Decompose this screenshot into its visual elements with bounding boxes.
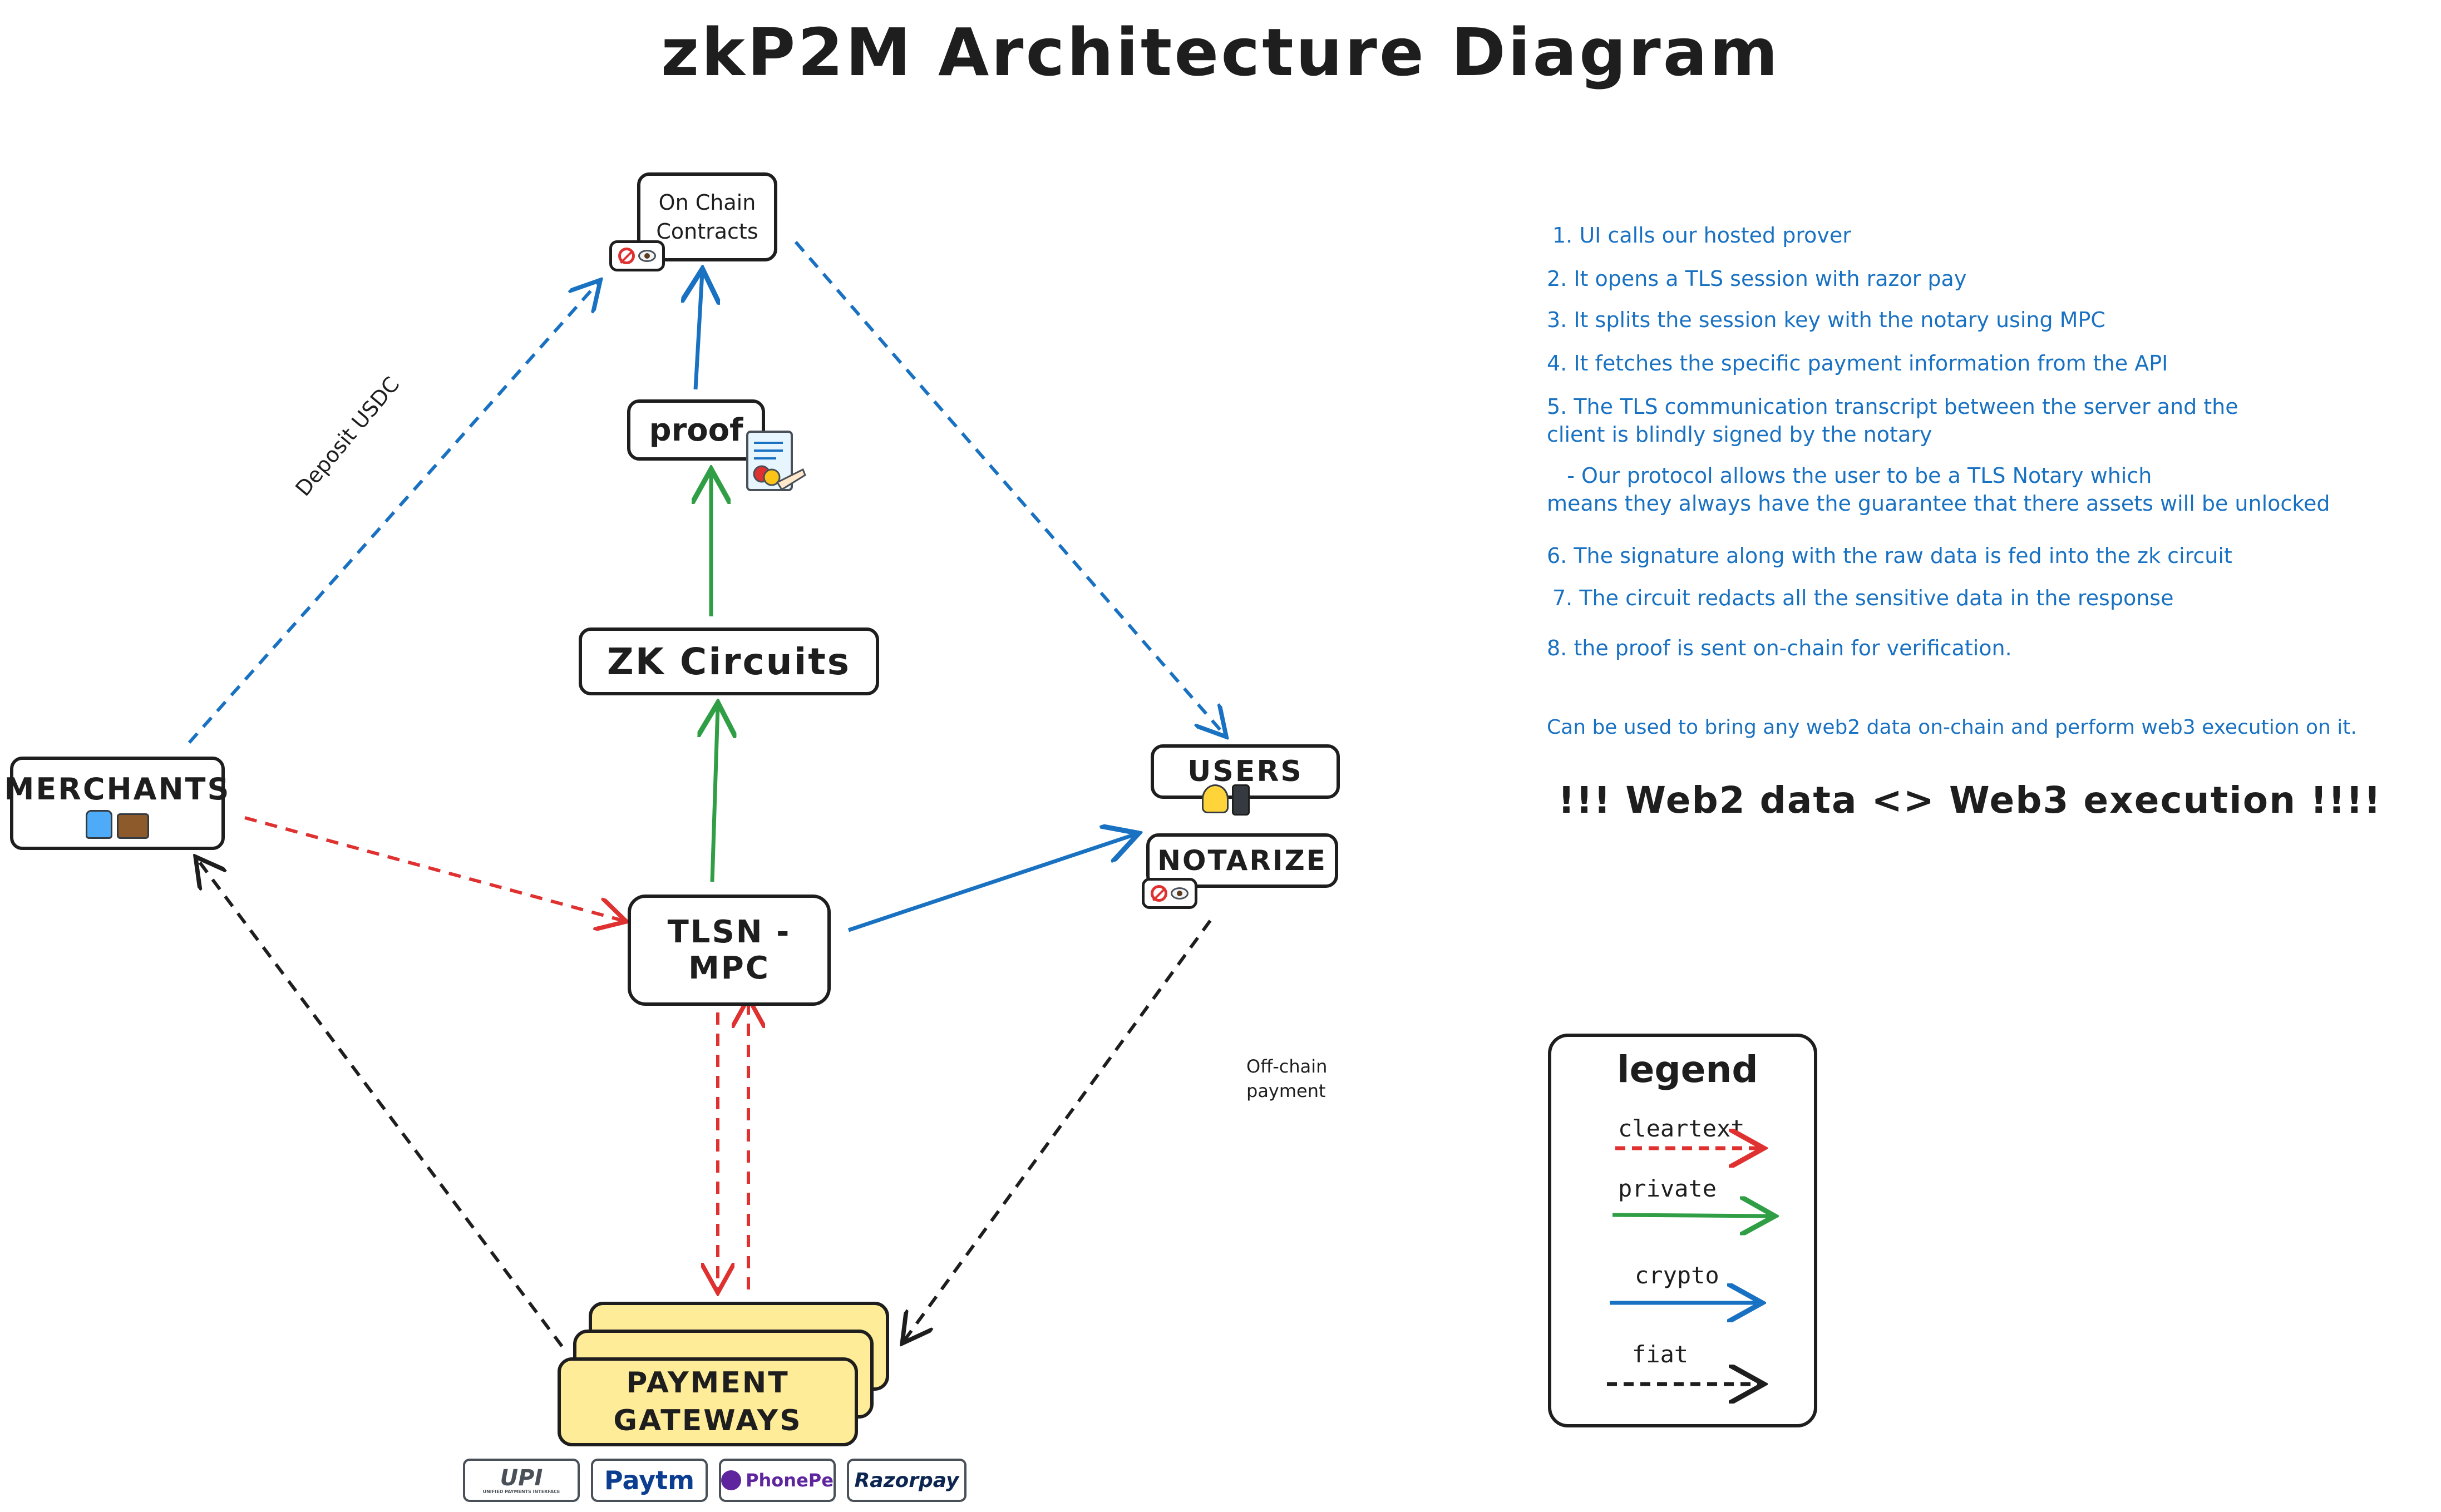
step-7: 7. The circuit redacts all the sensitive… (1552, 586, 2174, 610)
usage-note: Can be used to bring any web2 data on-ch… (1547, 716, 2357, 739)
zk-circuits-node[interactable]: ZK Circuits (579, 627, 879, 695)
merchants-label: MERCHANTS (4, 771, 231, 807)
arrow-tlsn-to-users (847, 834, 1135, 932)
step-5: 5. The TLS communication transcript betw… (1547, 394, 2238, 447)
tlsn-mpc-label: TLSN - MPC (667, 914, 791, 986)
arrow-merchants-to-tlsn (244, 816, 623, 921)
eye-icon (1171, 887, 1189, 900)
arrow-merchants-to-onchain (188, 283, 598, 744)
signed-document-icon (746, 431, 806, 491)
tlsn-mpc-node[interactable]: TLSN - MPC (628, 895, 831, 1006)
privacy-badge-onchain (609, 240, 665, 271)
arrow-gateways-to-merchants (198, 859, 564, 1347)
page-title: zkP2M Architecture Diagram (660, 14, 1781, 91)
zk-circuits-label: ZK Circuits (606, 640, 851, 683)
notarize-node[interactable]: NOTARIZE (1146, 833, 1338, 888)
no-entry-icon (1151, 885, 1167, 902)
legend-label-fiat: fiat (1632, 1341, 1689, 1368)
tagline: !!! Web2 data <> Web3 execution !!!! (1558, 779, 2382, 822)
legend-title: legend (1617, 1048, 1758, 1091)
payment-gateways-node[interactable]: PAYMENT GATEWAYS (558, 1357, 858, 1446)
payment-gateways-label: PAYMENT GATEWAYS (613, 1366, 802, 1437)
step-6: 6. The signature along with the raw data… (1547, 543, 2232, 568)
users-label: USERS (1187, 755, 1303, 788)
privacy-badge-notarize (1142, 878, 1197, 909)
proof-label: proof (649, 412, 743, 448)
arrow-notarize-to-gateways (904, 920, 1212, 1341)
step-5-note: - Our protocol allows the user to be a T… (1547, 463, 2330, 516)
merchants-node[interactable]: MERCHANTS (4, 757, 229, 850)
step-1: 1. UI calls our hosted prover (1552, 223, 1851, 248)
merchant-emoji-icon (86, 809, 149, 839)
user-with-phone-icon (1202, 784, 1250, 816)
legend-swatch-private (1612, 1215, 1771, 1216)
notarize-label: NOTARIZE (1157, 844, 1327, 877)
legend-label-crypto: crypto (1635, 1262, 1719, 1289)
upi-logo: UPI UNIFIED PAYMENTS INTERFACE (463, 1459, 580, 1502)
phonepe-icon (721, 1470, 742, 1490)
step-8: 8. the proof is sent on-chain for verifi… (1547, 636, 2012, 660)
no-entry-icon (618, 248, 635, 264)
arrow-tlsn-to-zk (712, 706, 718, 882)
razorpay-logo: Razorpay (847, 1459, 966, 1502)
eye-icon (638, 250, 656, 262)
paytm-logo: Paytm (591, 1459, 708, 1502)
arrow-onchain-to-users (794, 241, 1224, 734)
onchain-contracts-label: On Chain Contracts (656, 190, 758, 244)
legend-label-private: private (1618, 1175, 1717, 1202)
step-3: 3. It splits the session key with the no… (1547, 308, 2105, 332)
proof-node[interactable]: proof (627, 399, 765, 461)
phonepe-logo: PhonePe (719, 1459, 836, 1502)
step-4: 4. It fetches the specific payment infor… (1547, 351, 2168, 375)
offchain-payment-label: Off-chain payment (1246, 1056, 1328, 1101)
legend-swatches (1607, 1037, 1821, 1431)
arrow-proof-to-onchain (696, 273, 702, 390)
legend-label-cleartext: cleartext (1618, 1115, 1745, 1142)
step-2: 2. It opens a TLS session with razor pay (1547, 266, 1967, 291)
legend-box: legend cleartext private crypto fiat (1548, 1034, 1817, 1427)
